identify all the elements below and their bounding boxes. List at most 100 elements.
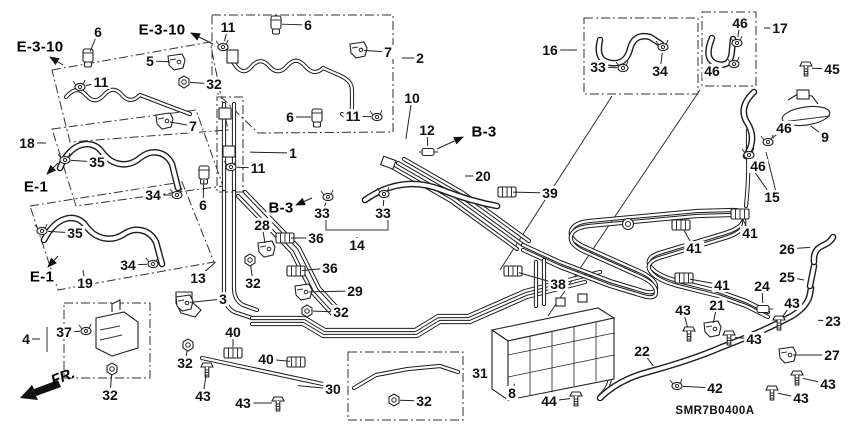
callout-31: 31 (470, 365, 490, 381)
callout-43: 43 (791, 390, 811, 406)
callout-43: 43 (782, 295, 802, 311)
callout-10: 10 (402, 90, 422, 106)
callout-11: 11 (218, 19, 238, 35)
callout-46: 46 (748, 158, 768, 174)
callout-6: 6 (284, 109, 296, 125)
callout-23: 23 (823, 313, 843, 329)
reference-label-b-3: B-3 (469, 123, 499, 141)
fuel-pressure-component (781, 89, 831, 127)
pipe-inner (64, 88, 192, 116)
pipe-inner (200, 356, 334, 388)
reference-arrow (46, 162, 59, 175)
callout-6: 6 (197, 197, 209, 213)
callout-11: 11 (91, 74, 111, 90)
callout-43: 43 (744, 331, 764, 347)
pipe-inner (363, 182, 499, 208)
callout-14: 14 (347, 237, 367, 253)
callout-26: 26 (777, 241, 797, 257)
pipe-inner (521, 213, 770, 319)
callout-33: 33 (588, 59, 608, 75)
callout-32: 32 (331, 304, 351, 320)
callout-28: 28 (252, 217, 272, 233)
callout-11: 11 (248, 160, 268, 176)
callout-40: 40 (256, 351, 276, 367)
callout-33: 33 (312, 205, 332, 221)
callout-40: 40 (223, 324, 243, 340)
callout-22: 22 (632, 343, 652, 359)
callout-11: 11 (343, 108, 363, 124)
reference-arrow (49, 56, 64, 66)
pipe-inner (390, 165, 519, 251)
callout-19: 19 (75, 275, 95, 291)
callout-12: 12 (417, 122, 437, 138)
pipe-inner (42, 216, 164, 266)
callout-13: 13 (188, 270, 208, 286)
reference-arrow (47, 255, 59, 268)
leader-line (249, 151, 294, 154)
callout-36: 36 (320, 260, 340, 276)
callout-8: 8 (506, 385, 518, 401)
callout-39: 39 (540, 185, 560, 201)
callout-35: 35 (87, 154, 107, 170)
pipe-inner (352, 364, 460, 390)
reference-label-e-1: E-1 (21, 178, 51, 196)
reference-label-b-3: B-3 (266, 199, 296, 217)
callout-36: 36 (306, 230, 326, 246)
callout-43: 43 (233, 395, 253, 411)
callout-25: 25 (777, 269, 797, 285)
pipe-inner (250, 270, 602, 332)
canister (490, 293, 616, 402)
pipe-inner (808, 264, 816, 288)
pipe-inner (250, 280, 587, 338)
callout-42: 42 (705, 380, 725, 396)
callout-6: 6 (302, 17, 314, 33)
callout-44: 44 (539, 393, 559, 409)
callout-43: 43 (193, 388, 213, 404)
callout-46: 46 (730, 15, 750, 31)
callout-35: 35 (65, 225, 85, 241)
callout-34: 34 (650, 63, 670, 79)
callout-32: 32 (243, 275, 263, 291)
callout-9: 9 (819, 129, 831, 145)
callout-32: 32 (414, 393, 434, 409)
reference-label-e-3-10: E-3-10 (136, 21, 188, 39)
pipe-inner (596, 34, 663, 66)
reference-arrows (46, 32, 464, 268)
callout-21: 21 (707, 297, 727, 313)
callout-32: 32 (204, 76, 224, 92)
pipe-inner (741, 90, 756, 158)
callout-43: 43 (673, 302, 693, 318)
pipe-inner (243, 190, 343, 314)
callout-27: 27 (822, 347, 842, 363)
callout-37: 37 (54, 324, 74, 340)
callout-30: 30 (323, 381, 343, 397)
reference-label-e-1: E-1 (27, 268, 57, 286)
callout-3: 3 (217, 291, 229, 307)
callout-24: 24 (752, 278, 772, 294)
callout-32: 32 (100, 387, 120, 403)
callout-15: 15 (762, 189, 782, 205)
callout-20: 20 (473, 168, 493, 184)
pipe-inner (812, 235, 835, 264)
reference-arrow (190, 32, 214, 45)
callout-38: 38 (548, 276, 568, 292)
callout-7: 7 (187, 118, 199, 134)
callout-34: 34 (143, 187, 163, 203)
callout-17: 17 (770, 20, 790, 36)
callout-41: 41 (740, 225, 760, 241)
pipe-inner (402, 157, 531, 243)
callout-1: 1 (287, 145, 299, 161)
callout-6: 6 (92, 24, 104, 40)
front-label: FR. (48, 364, 78, 390)
pipe-inner (231, 59, 354, 117)
reference-arrow (436, 136, 464, 150)
callout-34: 34 (118, 257, 138, 273)
callout-41: 41 (712, 277, 732, 293)
callout-32: 32 (175, 355, 195, 371)
bracket-assembly-4 (95, 299, 139, 357)
callout-41: 41 (684, 240, 704, 256)
callout-46: 46 (702, 63, 722, 79)
callout-5: 5 (144, 53, 156, 69)
